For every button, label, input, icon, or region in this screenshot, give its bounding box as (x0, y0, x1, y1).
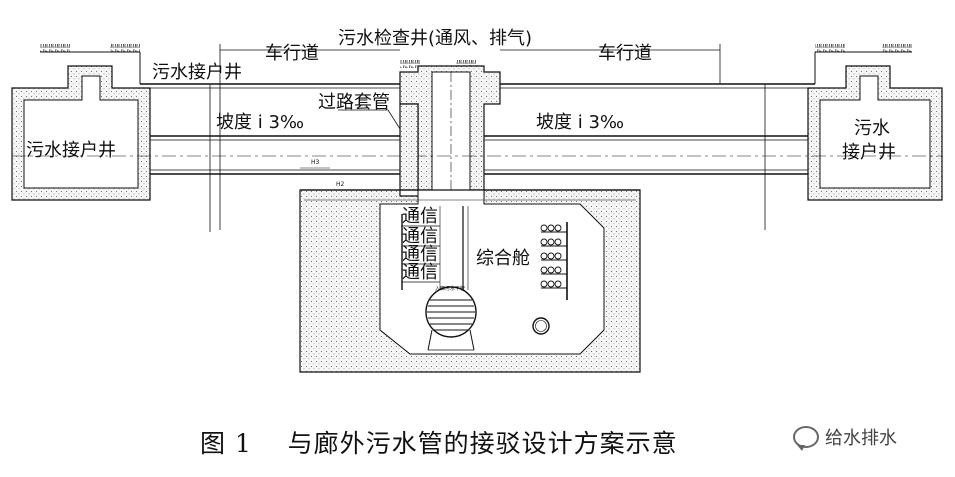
watermark-text: 给水排水 (825, 428, 897, 449)
comm-cable-rack (401, 214, 440, 290)
sewer-well-right-label-1: 污水 (854, 118, 890, 139)
road-surface (40, 51, 912, 89)
road-dimension-lines (209, 44, 766, 232)
slope-right-label: 坡度 i 3‰ (536, 112, 625, 133)
comm-label-4: 通信 (402, 262, 438, 283)
sewer-well-right-label-2: 接户井 (842, 142, 896, 163)
road-left-label: 车行道 (265, 43, 319, 64)
figure-caption: 图 1 与廊外污水管的接驳设计方案示意 (200, 424, 678, 460)
ground-grass (40, 44, 912, 68)
drop-pipe (439, 206, 469, 290)
pipe-tag-label: 入廊污水干管 (435, 286, 466, 292)
inspection-well (399, 65, 501, 300)
h2-label: H2 (336, 181, 345, 188)
comm-label-3: 通信 (402, 244, 438, 265)
h3-label: H3 (311, 159, 320, 166)
casing-label: 过路套管 (318, 92, 390, 113)
slope-left-label: 坡度 i 3‰ (216, 112, 305, 133)
comm-label-2: 通信 (402, 226, 438, 247)
figure-number: 图 1 (200, 429, 252, 458)
road-right-label: 车行道 (598, 43, 652, 64)
manhole-label: 污水检查井(通风、排气) (338, 28, 533, 49)
wechat-icon (793, 426, 819, 451)
cable-brackets (540, 222, 568, 300)
sewer-well-top-left-label: 污水接户井 (152, 62, 242, 83)
right-sewer-well (807, 65, 943, 201)
figure-title: 与廊外污水管的接驳设计方案示意 (287, 429, 678, 458)
comm-label-1: 通信 (402, 206, 438, 227)
sewer-main-pipe (425, 286, 477, 351)
small-pipe-inner (535, 320, 547, 332)
sewer-well-left-label: 污水接户井 (26, 140, 116, 161)
watermark: 给水排水 (793, 424, 897, 451)
compartment-label: 综合舱 (476, 248, 530, 269)
left-sewer-well (11, 65, 151, 201)
